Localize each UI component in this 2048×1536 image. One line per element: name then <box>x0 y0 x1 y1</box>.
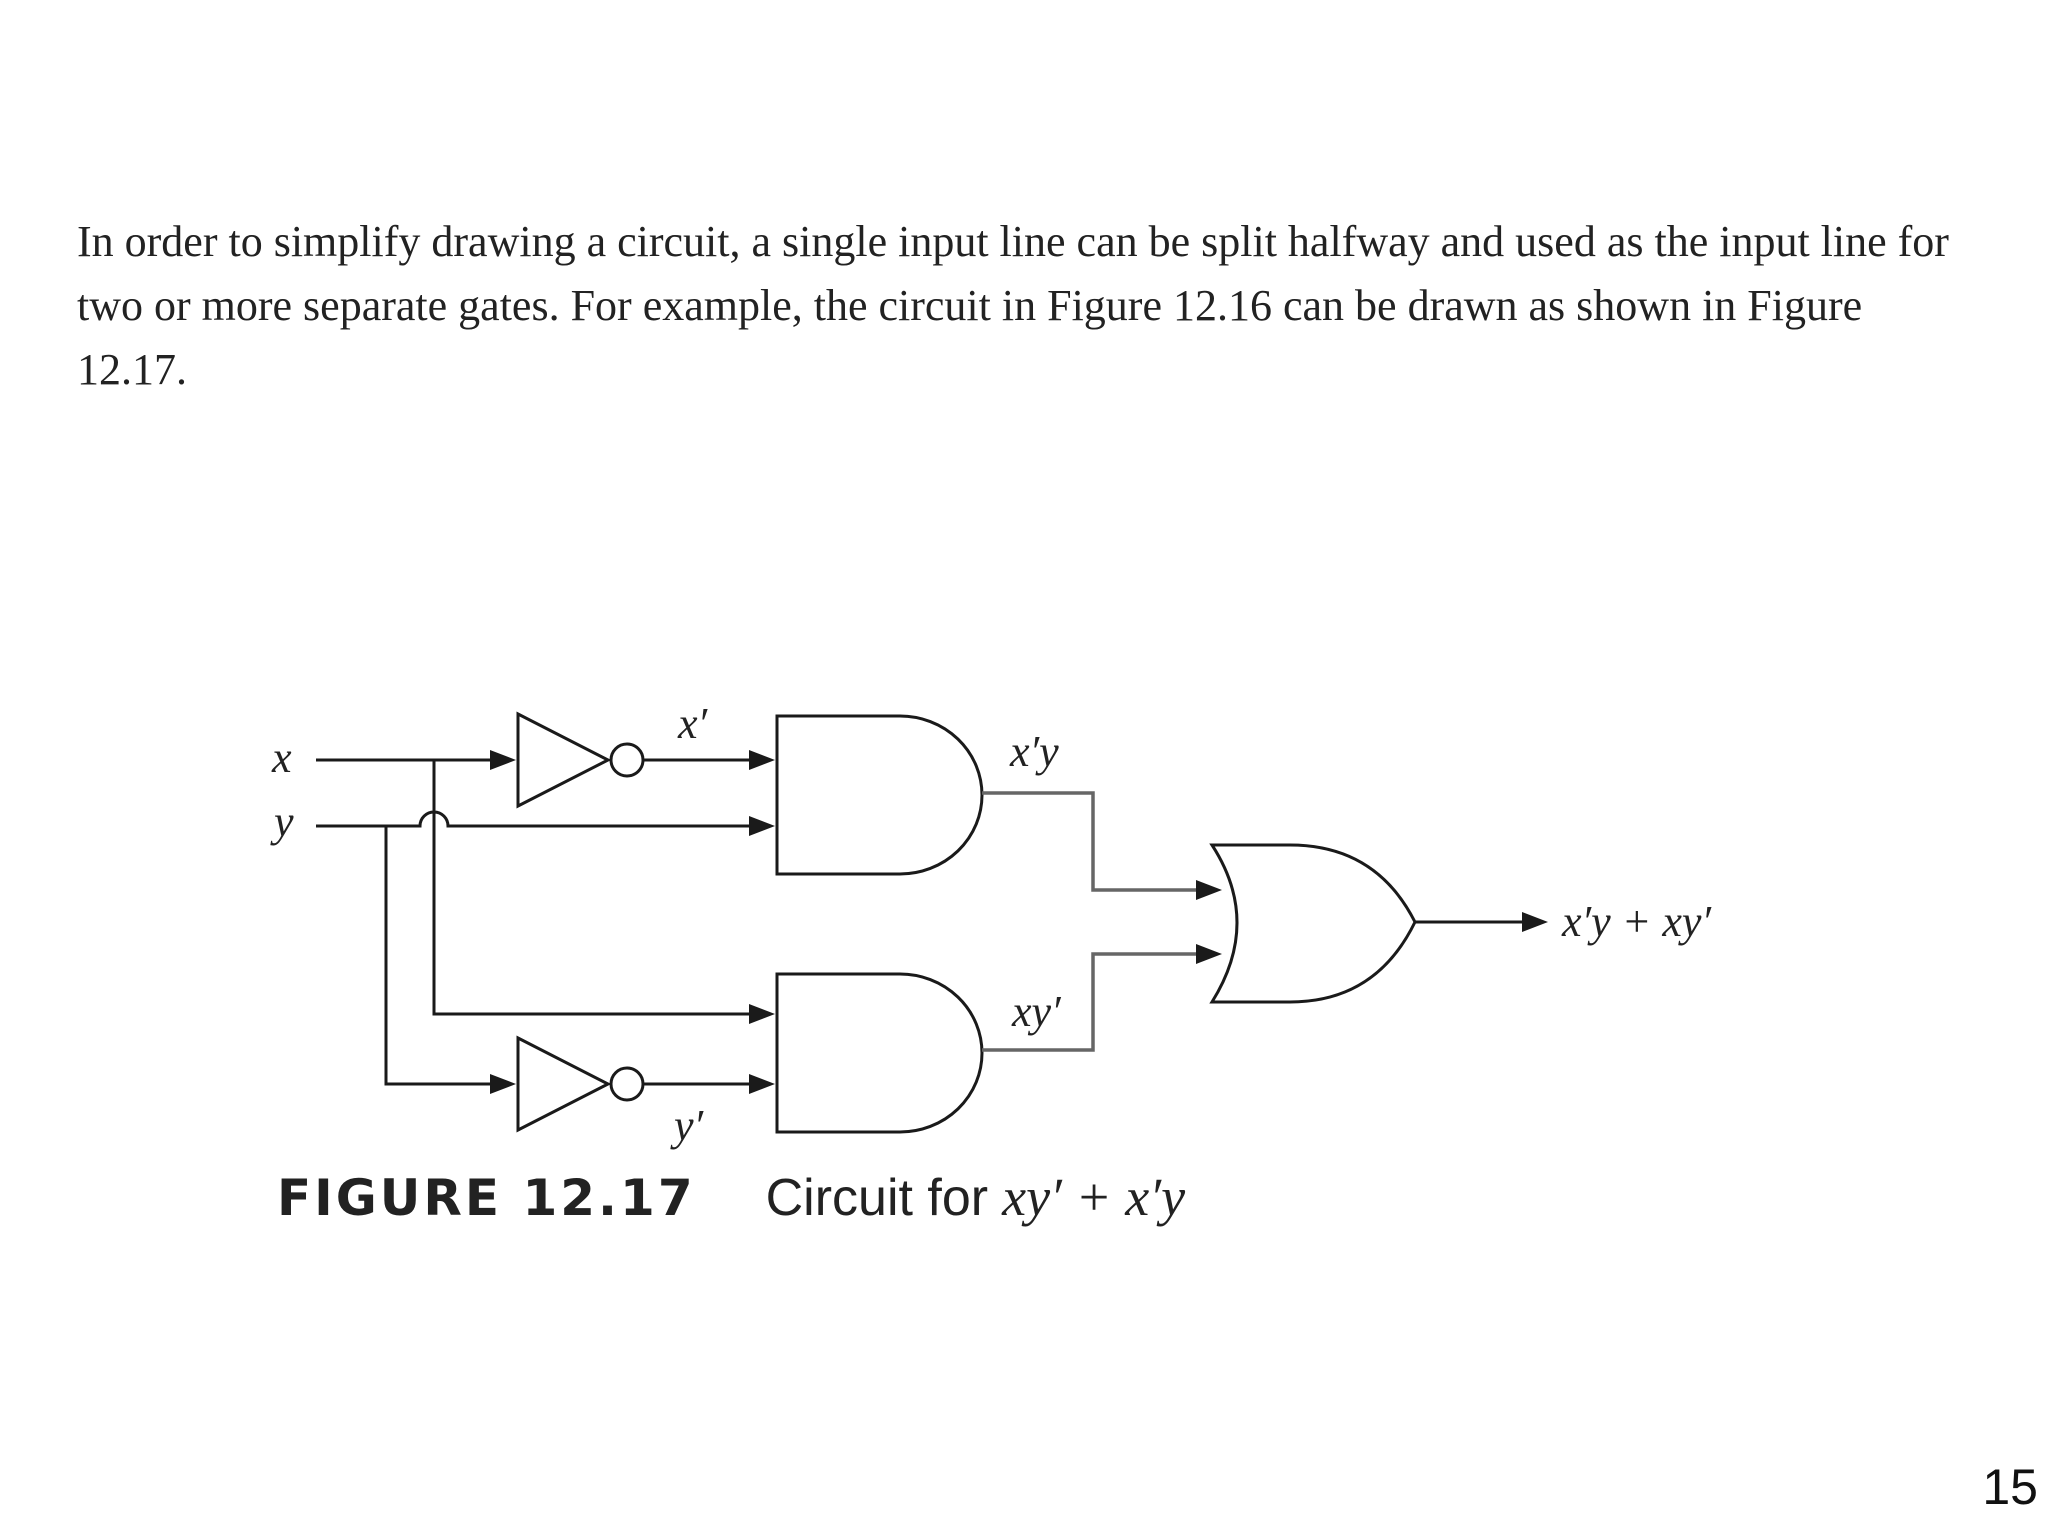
y-not-label: y′ <box>670 1101 705 1150</box>
page-number: 15 <box>1982 1459 2038 1515</box>
wire-x <box>316 750 775 1024</box>
intro-paragraph: In order to simplify drawing a circuit, … <box>77 217 1949 394</box>
figure-expression: xy′ + x′y <box>1002 1167 1186 1227</box>
wire-y <box>316 810 775 1094</box>
and-gate-bottom <box>775 972 984 1134</box>
wire-output <box>1415 912 1548 932</box>
x-not-label: x′ <box>677 699 709 748</box>
wire-and-top-out <box>982 791 1222 900</box>
and-bottom-output-label: xy′ <box>1011 987 1062 1036</box>
figure-label: FIGURE 12.17 <box>277 1169 696 1227</box>
not-gate-bottom <box>516 1035 645 1133</box>
and-gate-top <box>775 714 984 876</box>
figure-caption: FIGURE 12.17 Circuit for xy′ + x′y <box>277 1166 1185 1246</box>
input-x-label: x <box>271 733 292 782</box>
input-y-label: y <box>270 797 294 846</box>
wire-and-bottom-out <box>982 944 1222 1052</box>
figure-title: Circuit for <box>765 1169 989 1227</box>
wire-x-not <box>643 750 775 770</box>
output-label: x′y + xy′ <box>1561 897 1712 946</box>
wire-y-not <box>643 1074 775 1094</box>
or-gate <box>1209 843 1417 1004</box>
not-gate-top <box>516 711 645 809</box>
and-top-output-label: x′y <box>1009 727 1059 776</box>
